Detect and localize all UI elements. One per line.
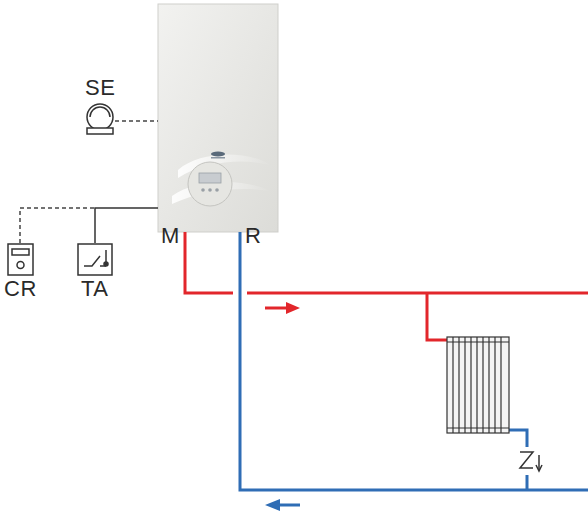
return-arrow [265,499,300,511]
flow-label: M [161,224,179,248]
remote-wire [20,208,95,243]
thermostat-wire [95,208,158,243]
return-label: R [245,224,261,248]
symbol-code: CR [4,277,37,301]
radiator [447,337,509,433]
pipes [185,232,588,490]
boiler [158,4,278,232]
flow-arrow [265,302,300,314]
remote-control-symbol [8,244,33,275]
sensor-wire [115,120,158,122]
thermostat-label-box: TA [79,277,110,301]
symbol-code: SE [85,76,115,100]
sensor-label-box: SE [83,76,117,100]
symbol-code: TA [81,277,108,301]
remote-label-box: CR [2,277,39,301]
room-thermostat-symbol [78,244,112,275]
check-valve [520,452,542,471]
outdoor-sensor-symbol [87,104,113,134]
